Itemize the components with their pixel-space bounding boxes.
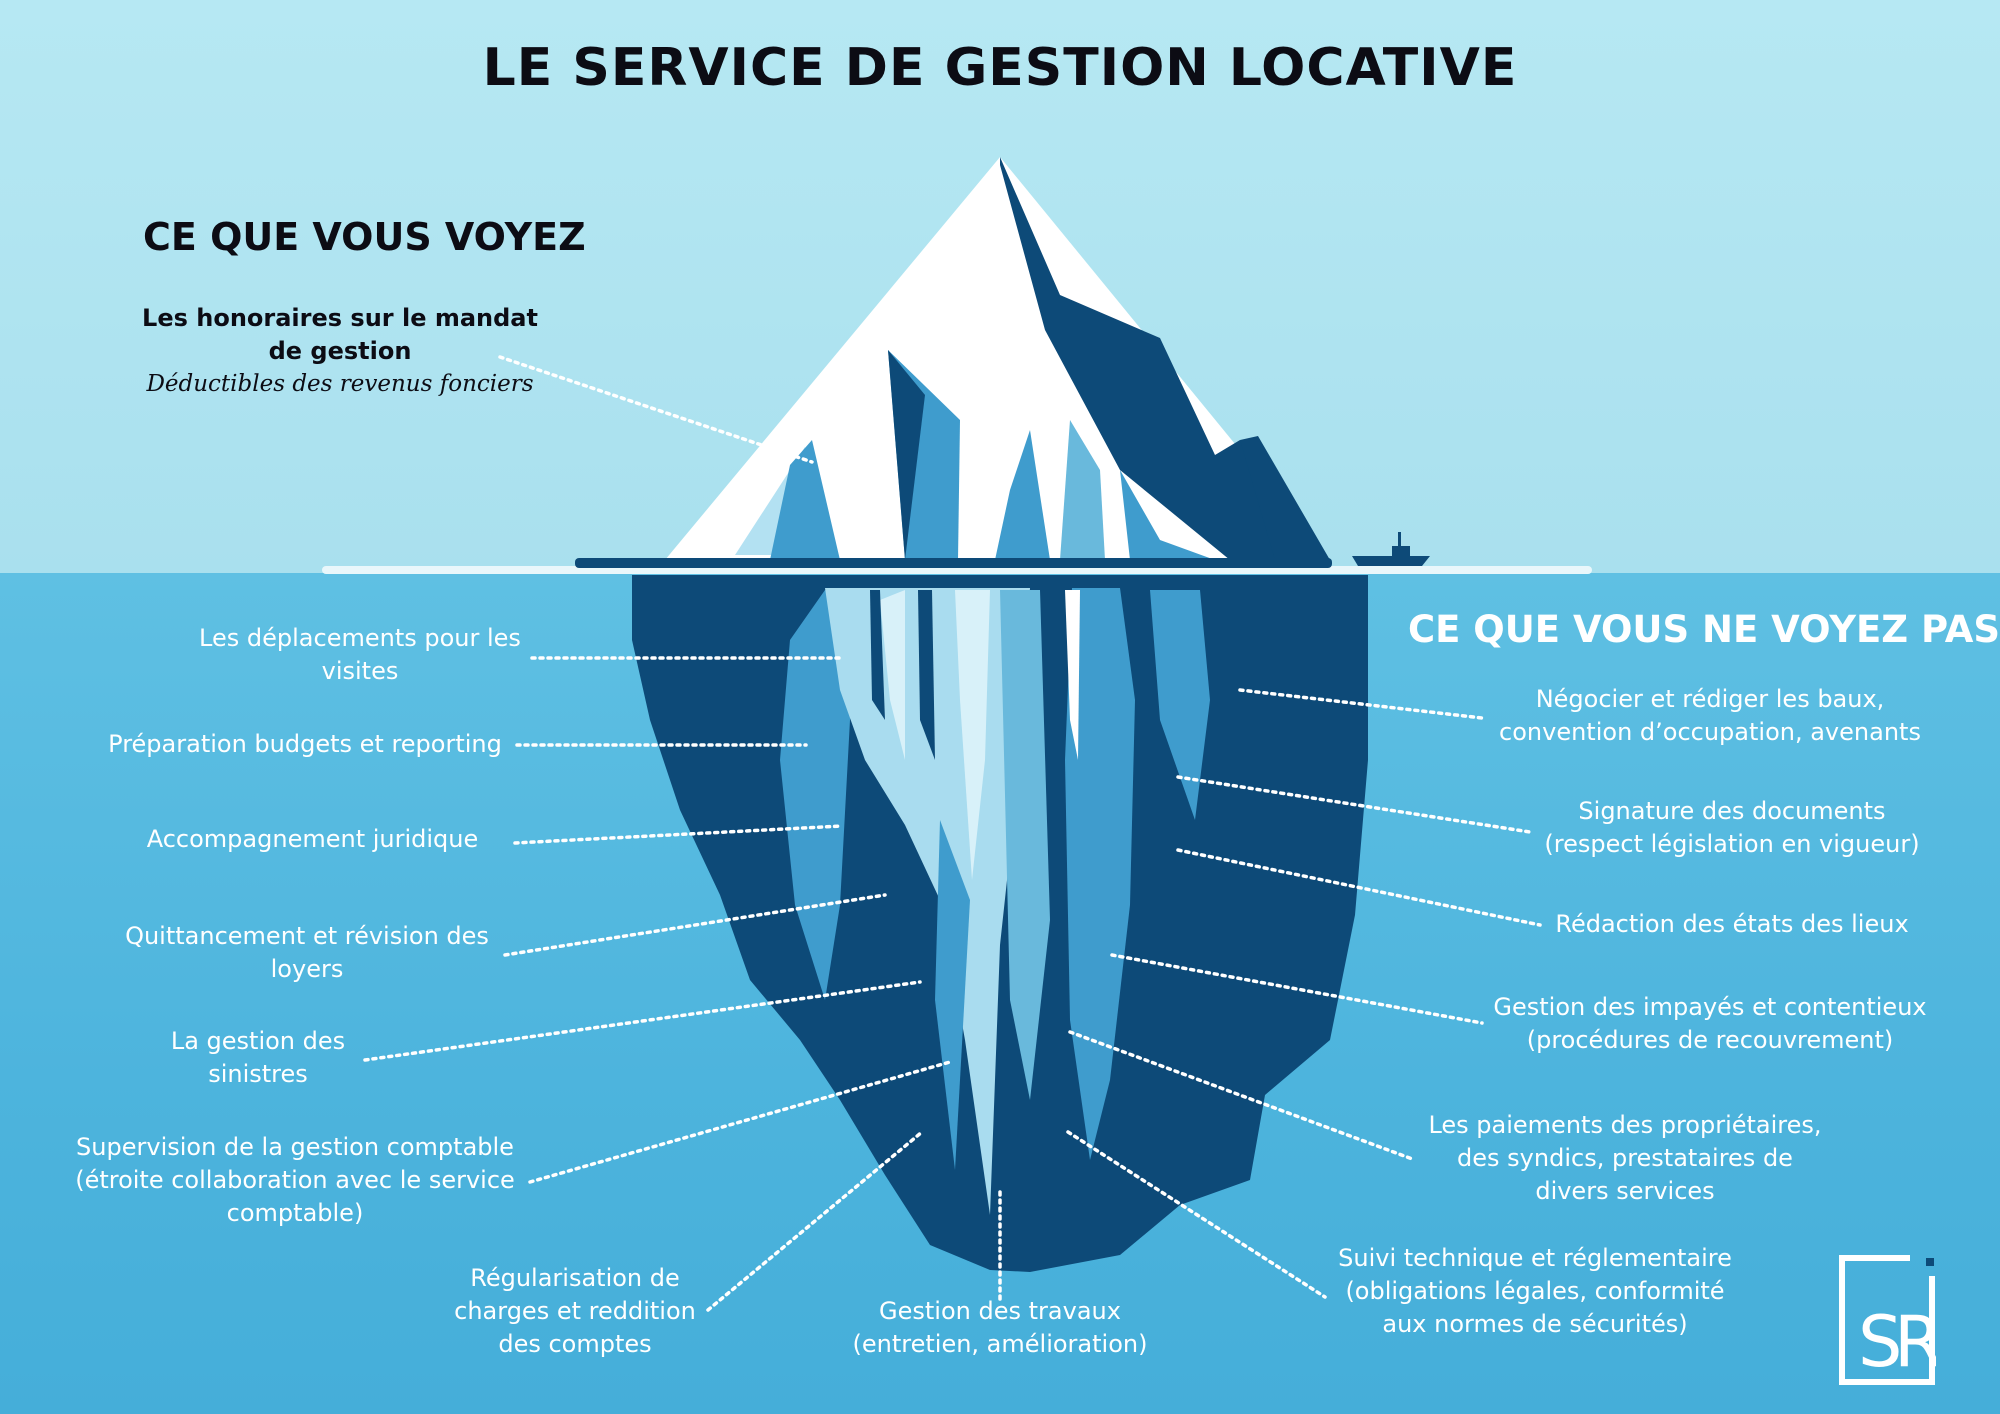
label-line: Gestion des travaux — [879, 1297, 1121, 1325]
fee-title-line2: de gestion — [268, 337, 412, 365]
connector-signature — [1176, 775, 1532, 834]
logo-lettering: S — [1858, 1301, 1902, 1383]
label-deplacements: Les déplacements pour les visites — [160, 622, 560, 688]
logo-lettering: R — [1894, 1301, 1936, 1383]
label-line: divers services — [1535, 1177, 1715, 1205]
label-line: Signature des documents — [1578, 797, 1886, 825]
label-line: (entretien, amélioration) — [852, 1330, 1148, 1358]
connector-impayes — [1110, 953, 1484, 1025]
label-paiements: Les paiements des propriétaires, des syn… — [1395, 1109, 1855, 1208]
label-sinistres: La gestion des sinistres — [108, 1025, 408, 1091]
label-supervision: Supervision de la gestion comptable (étr… — [40, 1131, 550, 1230]
connector-sinistres — [363, 980, 922, 1062]
label-line: convention d’occupation, avenants — [1499, 718, 1921, 746]
label-line: (étroite collaboration avec le service — [75, 1166, 515, 1194]
iceberg-underwater — [632, 575, 1368, 1272]
connector-etats-lieux — [1176, 848, 1542, 927]
sri-logo: S R — [1839, 1255, 1936, 1385]
label-line: sinistres — [208, 1060, 308, 1088]
connector-suivi — [1066, 1130, 1327, 1299]
page-title: LE SERVICE DE GESTION LOCATIVE — [482, 38, 1518, 98]
connector-quittancement — [503, 893, 887, 957]
label-line: Rédaction des états des lieux — [1555, 910, 1909, 938]
label-line: visites — [321, 657, 399, 685]
label-line: (procédures de recouvrement) — [1526, 1026, 1894, 1054]
label-line: La gestion des — [170, 1027, 346, 1055]
ice-edge — [575, 558, 1332, 568]
label-travaux: Gestion des travaux (entretien, améliora… — [820, 1295, 1180, 1361]
connector-regularisation — [706, 1130, 924, 1312]
label-line: Les déplacements pour les — [199, 624, 521, 652]
label-line: Préparation budgets et reporting — [108, 730, 502, 758]
fee-subtitle: Déductibles des revenus fonciers — [146, 371, 534, 397]
label-line: Gestion des impayés et contentieux — [1493, 993, 1927, 1021]
hidden-heading: CE QUE VOUS NE VOYEZ PAS — [1408, 608, 2000, 651]
label-line: Accompagnement juridique — [146, 825, 479, 853]
connector-lines — [363, 355, 1542, 1312]
fee-label: Les honoraires sur le mandat de gestion … — [140, 302, 540, 401]
label-regularisation: Régularisation de charges et reddition d… — [430, 1262, 720, 1361]
label-line: des comptes — [498, 1330, 652, 1358]
label-juridique: Accompagnement juridique — [110, 823, 515, 856]
boat-icon — [1352, 532, 1430, 566]
visible-heading: CE QUE VOUS VOYEZ — [143, 215, 586, 259]
connector-supervision — [528, 1060, 952, 1184]
label-impayes: Gestion des impayés et contentieux (proc… — [1455, 991, 1965, 1057]
label-line: charges et reddition — [454, 1297, 696, 1325]
label-baux: Négocier et rédiger les baux, convention… — [1465, 683, 1955, 749]
label-signature: Signature des documents (respect législa… — [1512, 795, 1952, 861]
label-line: (respect législation en vigueur) — [1544, 830, 1920, 858]
label-line: Quittancement et révision des — [125, 922, 489, 950]
label-line: Suivi technique et réglementaire — [1338, 1244, 1732, 1272]
label-line: comptable) — [226, 1199, 364, 1227]
label-line: des syndics, prestataires de — [1457, 1144, 1793, 1172]
label-line: Supervision de la gestion comptable — [76, 1133, 514, 1161]
label-line: Régularisation de — [470, 1264, 680, 1292]
label-line: loyers — [270, 955, 344, 983]
label-suivi: Suivi technique et réglementaire (obliga… — [1310, 1242, 1760, 1341]
connector-juridique — [513, 824, 844, 845]
iceberg-tip — [665, 157, 1330, 560]
label-budgets: Préparation budgets et reporting — [80, 728, 530, 761]
label-etats-lieux: Rédaction des états des lieux — [1522, 908, 1942, 941]
label-quittancement: Quittancement et révision des loyers — [97, 920, 517, 986]
label-line: aux normes de sécurités) — [1382, 1310, 1688, 1338]
label-line: Négocier et rédiger les baux, — [1535, 685, 1885, 713]
label-line: Les paiements des propriétaires, — [1428, 1111, 1822, 1139]
fee-title-line1: Les honoraires sur le mandat — [142, 304, 538, 332]
connector-baux — [1238, 688, 1484, 720]
label-line: (obligations légales, conformité — [1345, 1277, 1725, 1305]
connector-paiements — [1068, 1030, 1417, 1162]
connector-fees — [498, 355, 814, 464]
